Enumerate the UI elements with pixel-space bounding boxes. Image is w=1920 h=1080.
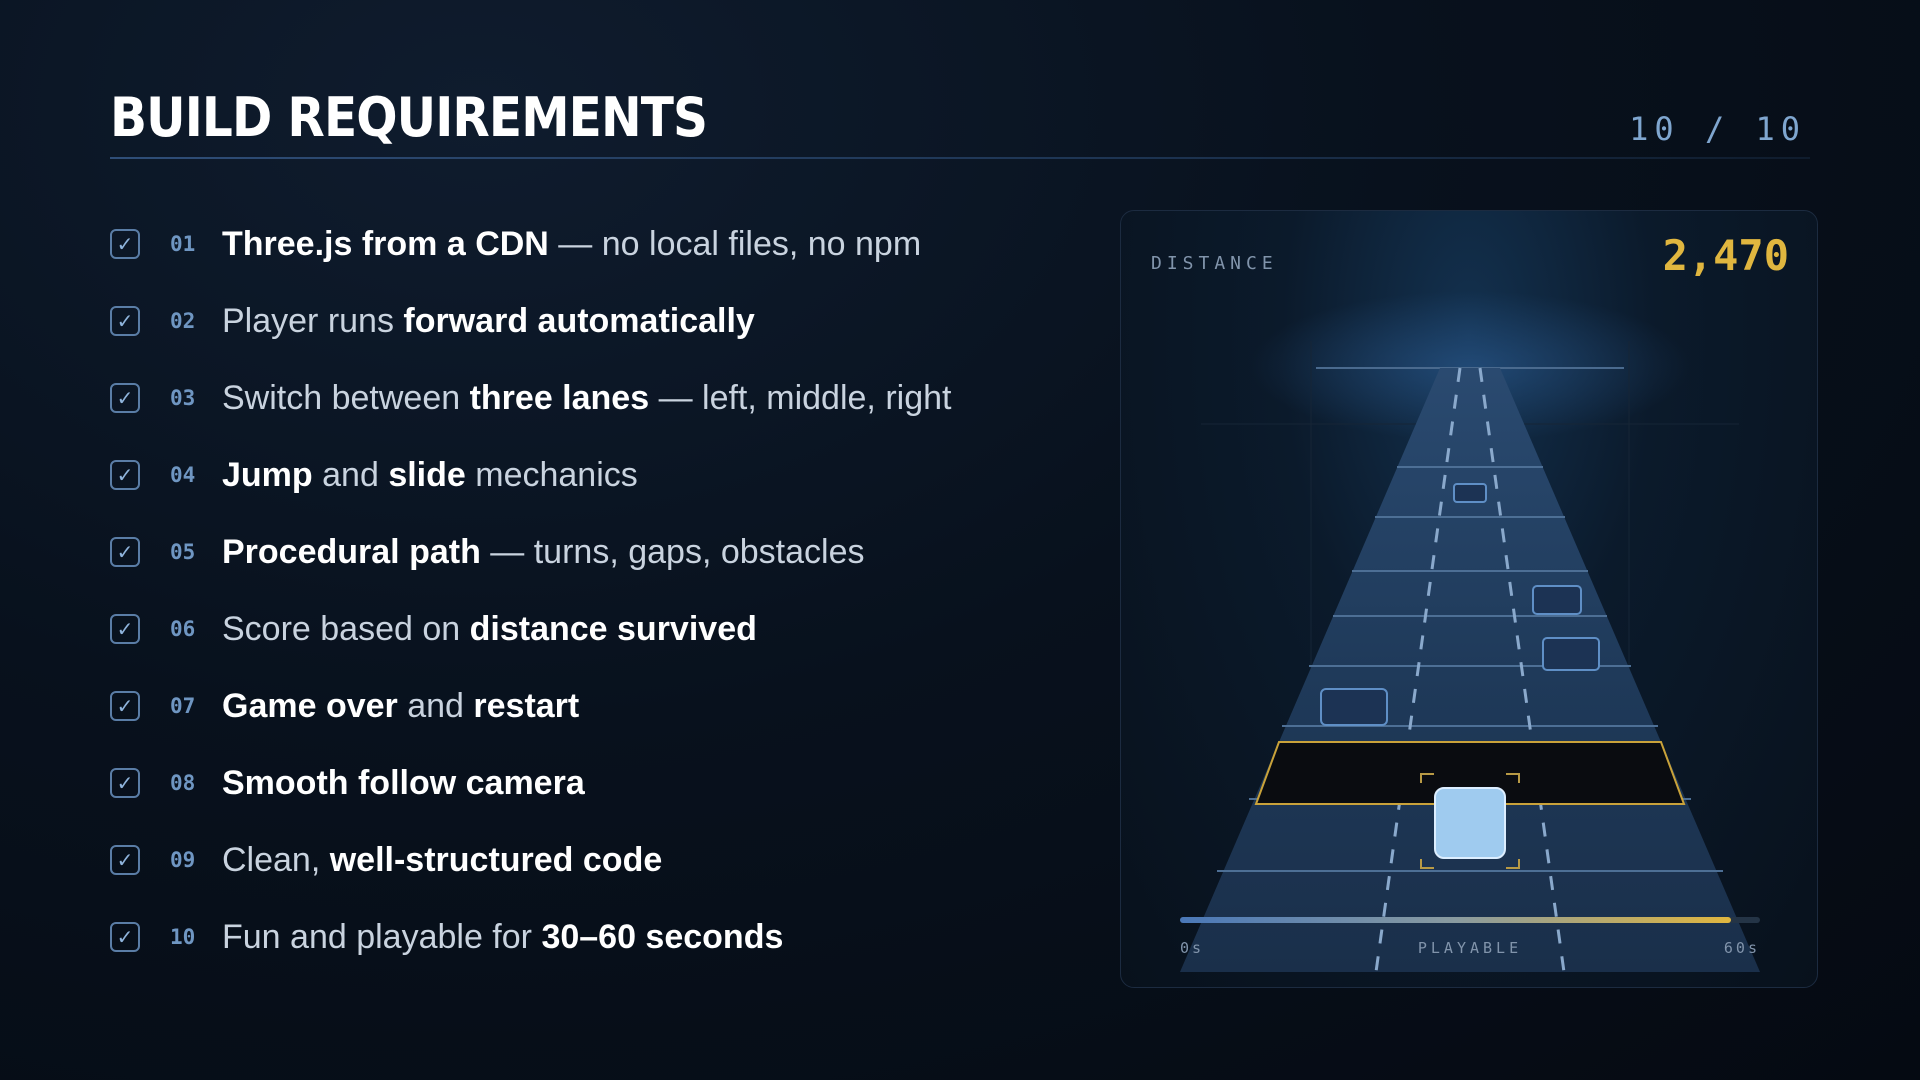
requirement-text-part: Clean, bbox=[222, 840, 330, 879]
requirement-text: Smooth follow camera bbox=[222, 764, 585, 803]
distance-label: DISTANCE bbox=[1151, 253, 1278, 274]
obstacle-block-icon bbox=[1320, 483, 1600, 726]
requirement-text: Clean, well-structured code bbox=[222, 841, 662, 880]
requirement-text: Three.js from a CDN — no local files, no… bbox=[222, 225, 921, 264]
runner-track bbox=[1180, 368, 1760, 972]
requirement-number: 08 bbox=[170, 771, 196, 795]
requirement-text-part: — no local files, no npm bbox=[548, 224, 922, 263]
requirement-text-emphasis: three lanes bbox=[469, 378, 650, 417]
slide-title: BUILD REQUIREMENTS bbox=[110, 86, 708, 149]
distance-score: 2,470 bbox=[1662, 231, 1789, 280]
timeline-mid-label: PLAYABLE bbox=[1418, 939, 1522, 957]
player-highlight-zone bbox=[1254, 741, 1686, 805]
requirement-number: 01 bbox=[170, 232, 196, 256]
requirement-number: 05 bbox=[170, 540, 196, 564]
requirement-text-part: Switch between bbox=[222, 378, 470, 417]
requirement-text-emphasis: restart bbox=[473, 686, 580, 725]
requirement-number: 07 bbox=[170, 694, 196, 718]
requirement-item: ✓ 03 Switch between three lanes — left, mi… bbox=[110, 378, 951, 418]
runner-scene: 0s PLAYABLE 60s bbox=[1180, 291, 1760, 973]
requirement-item: ✓ 09 Clean, well-structured code bbox=[110, 840, 662, 880]
requirement-text-emphasis: well-structured code bbox=[329, 840, 663, 879]
check-icon: ✓ bbox=[110, 922, 140, 952]
requirement-text: Fun and playable for 30–60 seconds bbox=[222, 918, 783, 957]
requirement-number: 09 bbox=[170, 848, 196, 872]
requirement-item: ✓ 01 Three.js from a CDN — no local files,… bbox=[110, 224, 921, 264]
requirement-number: 04 bbox=[170, 463, 196, 487]
requirement-text-emphasis: slide bbox=[388, 455, 466, 494]
check-icon: ✓ bbox=[110, 845, 140, 875]
player-cube-icon bbox=[1434, 787, 1506, 859]
check-icon: ✓ bbox=[110, 306, 140, 336]
requirement-text: Player runs forward automatically bbox=[222, 302, 755, 341]
requirement-text-emphasis: forward automatically bbox=[403, 301, 755, 340]
requirement-text-emphasis: Smooth follow camera bbox=[222, 763, 585, 802]
requirement-text-part: and bbox=[397, 686, 474, 725]
requirement-text-emphasis: Procedural path bbox=[222, 532, 481, 571]
requirement-text-emphasis: 30–60 seconds bbox=[541, 917, 784, 956]
timeline-start-label: 0s bbox=[1180, 939, 1204, 957]
horizon-glow bbox=[1250, 291, 1690, 441]
timeline-end-label: 60s bbox=[1724, 939, 1760, 957]
requirement-text-emphasis: Three.js from a CDN bbox=[222, 224, 549, 263]
check-icon: ✓ bbox=[110, 383, 140, 413]
requirement-text-emphasis: Jump bbox=[222, 455, 313, 494]
game-preview-panel: DISTANCE 2,470 bbox=[1120, 210, 1818, 988]
slide-counter: 10 / 10 bbox=[1629, 110, 1806, 148]
check-icon: ✓ bbox=[110, 691, 140, 721]
check-icon: ✓ bbox=[110, 768, 140, 798]
requirement-number: 10 bbox=[170, 925, 196, 949]
requirement-number: 02 bbox=[170, 309, 196, 333]
requirement-text-part: and bbox=[312, 455, 389, 494]
requirement-item: ✓ 08 Smooth follow camera bbox=[110, 763, 585, 803]
timeline-fill bbox=[1180, 917, 1731, 923]
requirement-number: 06 bbox=[170, 617, 196, 641]
requirement-item: ✓ 06 Score based on distance survived bbox=[110, 609, 757, 649]
requirement-item: ✓ 05 Procedural path — turns, gaps, obstac… bbox=[110, 532, 864, 572]
requirement-text: Jump and slide mechanics bbox=[222, 456, 638, 495]
lane-dividers bbox=[1374, 367, 1566, 973]
requirement-text-part: — turns, gaps, obstacles bbox=[480, 532, 865, 571]
check-icon: ✓ bbox=[110, 460, 140, 490]
check-icon: ✓ bbox=[110, 229, 140, 259]
requirement-number: 03 bbox=[170, 386, 196, 410]
requirement-item: ✓ 04 Jump and slide mechanics bbox=[110, 455, 638, 495]
requirement-text-emphasis: distance survived bbox=[469, 609, 757, 648]
check-icon: ✓ bbox=[110, 537, 140, 567]
requirement-text-emphasis: Game over bbox=[222, 686, 398, 725]
requirement-item: ✓ 07 Game over and restart bbox=[110, 686, 579, 726]
requirement-item: ✓ 10 Fun and playable for 30–60 seconds bbox=[110, 917, 783, 957]
requirement-text-part: Player runs bbox=[222, 301, 404, 340]
requirement-text-part: — left, middle, right bbox=[649, 378, 952, 417]
check-icon: ✓ bbox=[110, 614, 140, 644]
requirement-text: Switch between three lanes — left, middl… bbox=[222, 379, 951, 418]
title-divider bbox=[110, 157, 1810, 159]
requirement-text-part: Fun and playable for bbox=[222, 917, 542, 956]
requirement-text: Game over and restart bbox=[222, 687, 579, 726]
requirement-text-part: Score based on bbox=[222, 609, 470, 648]
requirement-text: Score based on distance survived bbox=[222, 610, 757, 649]
requirement-text-part: mechanics bbox=[465, 455, 638, 494]
requirement-text: Procedural path — turns, gaps, obstacles bbox=[222, 533, 864, 572]
requirement-item: ✓ 02 Player runs forward automatically bbox=[110, 301, 755, 341]
player-target-brackets bbox=[1420, 773, 1520, 869]
